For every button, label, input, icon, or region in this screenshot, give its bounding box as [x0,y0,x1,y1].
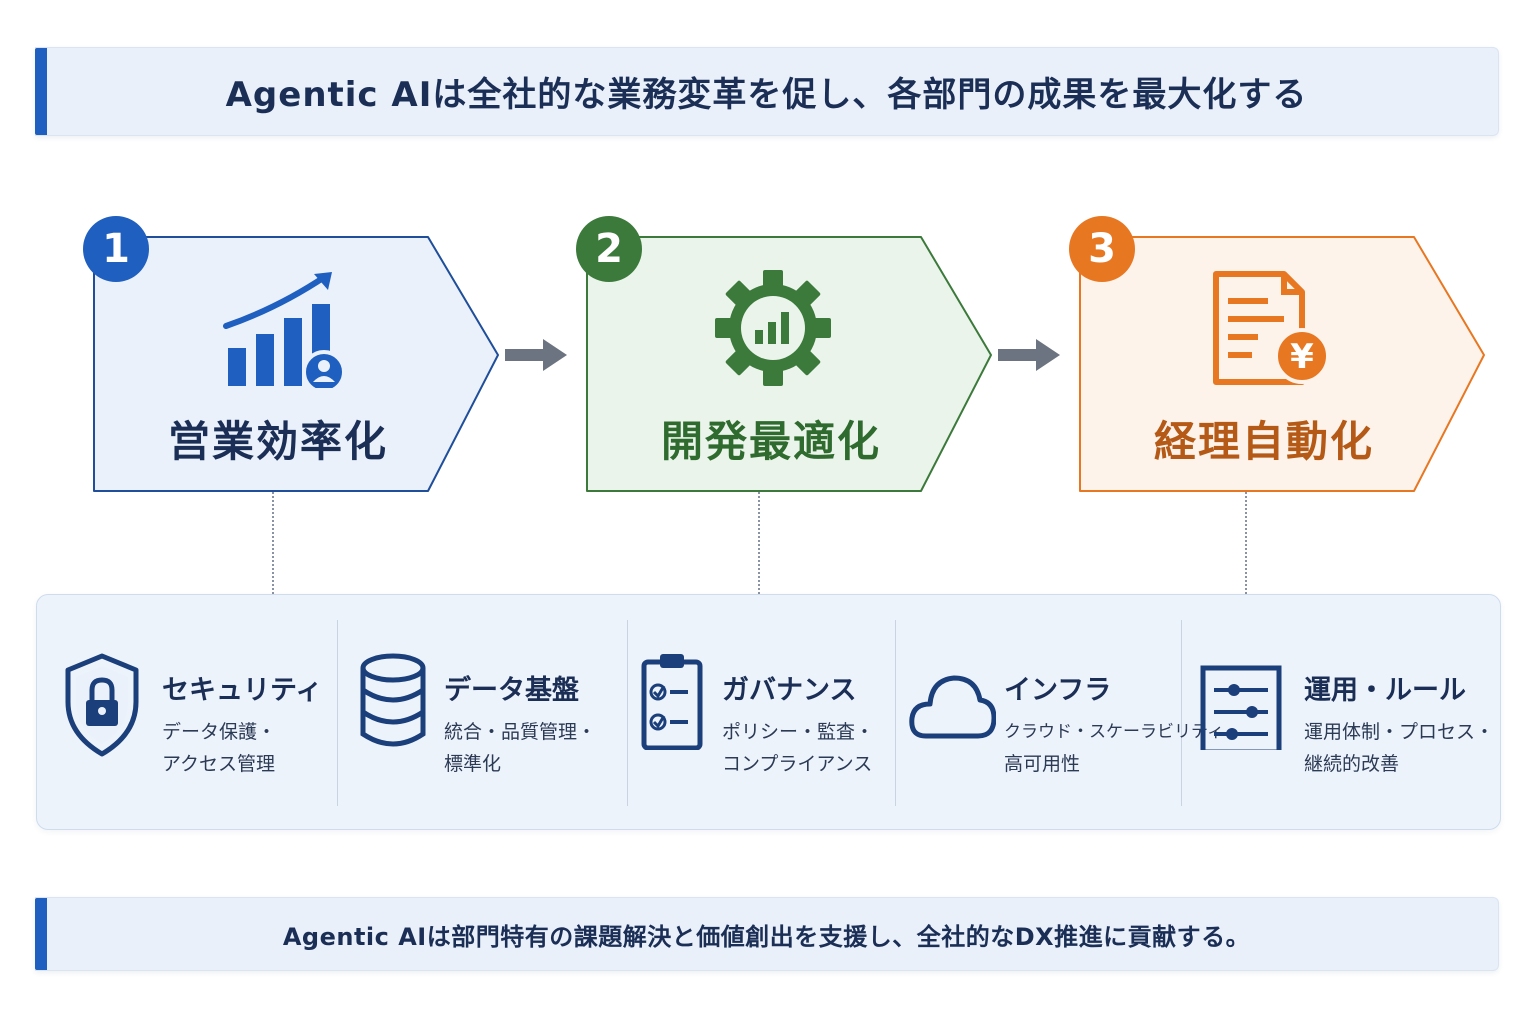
divider [337,620,338,806]
divider [627,620,628,806]
invoice-yen-icon: ¥ [1213,271,1330,385]
desc-line: 統合・品質管理・ [444,721,597,743]
arrow-step-2-to-3-icon [998,339,1060,371]
connector-line-1 [272,492,274,594]
desc-line: 継続的改善 [1304,753,1400,775]
foundation-item-title: ガバナンス [722,675,857,706]
step-3-label: 経理自動化 [1153,417,1374,466]
gear-chart-icon [715,270,831,386]
desc-line: 運用体制・プロセス・ [1304,721,1495,743]
shield-lock-icon [65,653,139,757]
svg-text:¥: ¥ [1290,337,1314,377]
desc-line: 高可用性 [1004,753,1081,775]
step-dev-optimization: 2 開発最適化 [571,213,992,493]
desc-line: データ保護・ [162,721,277,743]
desc-line: アクセス管理 [162,753,276,775]
desc-line: ポリシー・監査・ [722,721,875,743]
divider [895,620,896,806]
sales-growth-chart-icon [223,272,346,388]
foundation-item-title: データ基盤 [444,675,579,706]
connector-line-3 [1245,492,1247,594]
foundation-item-desc: 統合・品質管理・ 標準化 [444,716,596,780]
page-title: Agentic AIは全社的な業務変革を促し、各部門の成果を最大化する [225,75,1308,115]
clipboard-check-icon [641,654,703,750]
foundation-item-desc: クラウド・スケーラビリティ・ 高可用性 [1004,716,1241,780]
foundation-item-desc: ポリシー・監査・ コンプライアンス [722,716,874,780]
sliders-icon [1200,665,1282,750]
step-accounting-automation: 3 ¥ 経理自動化 [1064,213,1485,493]
footer-banner: Agentic AIは部門特有の課題解決と価値創出を支援し、全社的なDX推進に貢… [35,897,1499,971]
step-2-label: 開発最適化 [660,417,881,466]
database-icon [360,653,426,747]
step-sales-efficiency: 1 営業効率化 [78,213,499,493]
foundation-item-title: セキュリティ [162,675,323,706]
foundation-item-desc: 運用体制・プロセス・ 継続的改善 [1304,716,1494,780]
arrow-step-1-to-2-icon [505,339,567,371]
desc-line: 標準化 [444,753,502,775]
cloud-icon [909,675,996,739]
desc-line: コンプライアンス [722,753,873,775]
desc-line: クラウド・スケーラビリティ・ [1004,722,1241,742]
footer-text: Agentic AIは部門特有の課題解決と価値創出を支援し、全社的なDX推進に貢… [282,922,1251,951]
step-2-number-badge: 2 [576,216,642,282]
foundation-item-desc: データ保護・ アクセス管理 [162,716,276,780]
connector-line-2 [758,492,760,594]
step-1-label: 営業効率化 [167,417,388,466]
divider [1181,620,1182,806]
foundation-item-title: インフラ [1004,675,1112,706]
step-1-number-badge: 1 [83,216,149,282]
title-banner: Agentic AIは全社的な業務変革を促し、各部門の成果を最大化する [35,47,1499,136]
step-3-number-badge: 3 [1069,216,1135,282]
foundation-item-title: 運用・ルール [1304,675,1466,706]
